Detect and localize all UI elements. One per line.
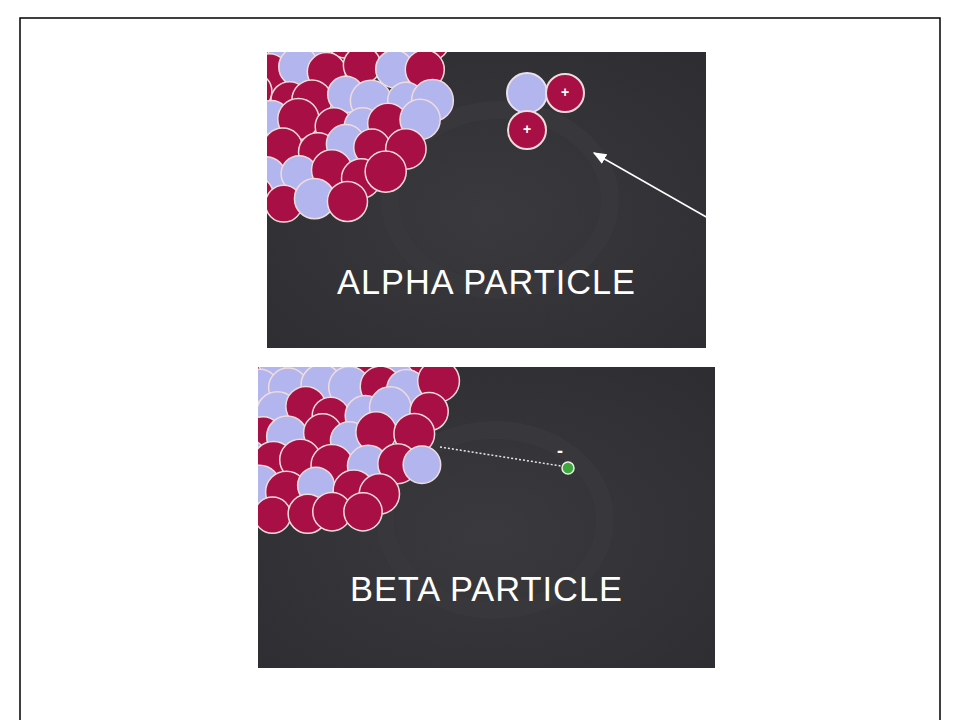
proton bbox=[258, 497, 291, 533]
pointer-arrow bbox=[594, 153, 708, 218]
proton: + bbox=[507, 110, 547, 150]
charge-sign: + bbox=[523, 122, 531, 137]
nucleus-cluster bbox=[258, 367, 459, 537]
beta-panel bbox=[258, 367, 715, 668]
proton bbox=[365, 151, 406, 192]
beta-trail bbox=[440, 447, 561, 466]
alpha-panel bbox=[267, 52, 706, 348]
panel-title: BETA PARTICLE bbox=[258, 571, 715, 609]
neutron bbox=[403, 446, 441, 484]
proton bbox=[344, 493, 382, 531]
proton: + bbox=[545, 73, 585, 113]
particle-panel: ALPHA PARTICLE + + bbox=[267, 52, 706, 348]
panel-title: ALPHA PARTICLE bbox=[267, 264, 706, 302]
neutron bbox=[507, 73, 547, 113]
charge-sign: - bbox=[557, 441, 563, 462]
slide-frame bbox=[20, 18, 940, 720]
electron bbox=[562, 462, 574, 474]
charge-sign: + bbox=[561, 85, 569, 100]
nucleus-cluster bbox=[267, 52, 453, 222]
particle-panel: BETA PARTICLE bbox=[258, 367, 715, 668]
proton bbox=[327, 181, 367, 221]
